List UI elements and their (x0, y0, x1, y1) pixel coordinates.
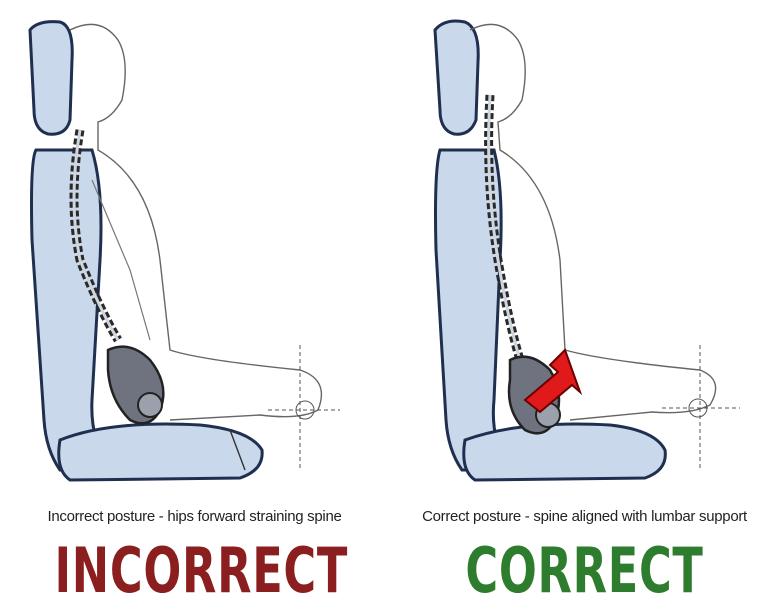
correct-posture-panel: Correct posture - spine aligned with lum… (390, 0, 779, 606)
seat-cushion-shape (464, 424, 666, 480)
correct-caption: Correct posture - spine aligned with lum… (390, 508, 779, 525)
headrest-shape (435, 21, 478, 134)
incorrect-label: INCORRECT (54, 536, 334, 606)
incorrect-caption: Incorrect posture - hips forward straini… (0, 508, 389, 525)
person-outline (470, 24, 716, 420)
seat-back-shape (436, 150, 511, 470)
incorrect-seat-illustration (0, 0, 389, 500)
headrest-shape (30, 22, 72, 135)
hip-pivot-marker (662, 345, 740, 470)
hip-pivot-marker (268, 345, 340, 470)
correct-seat-illustration (390, 0, 779, 500)
correct-label: CORRECT (444, 536, 724, 606)
incorrect-posture-panel: Incorrect posture - hips forward straini… (0, 0, 389, 606)
